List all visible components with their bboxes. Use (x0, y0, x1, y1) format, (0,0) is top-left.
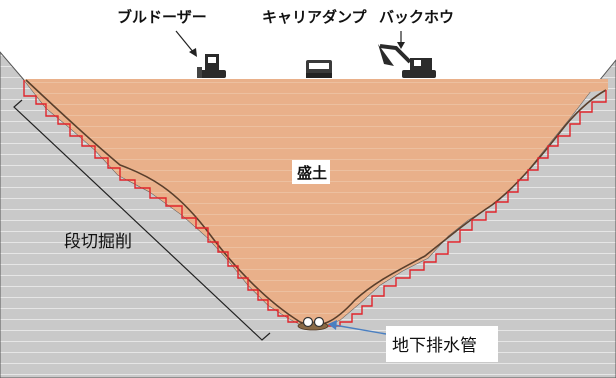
drain-pipe-icon (297, 316, 329, 331)
carrier-dump-icon (306, 60, 332, 78)
drain-pipe-label: 地下排水管 (392, 336, 477, 356)
bench-cut-label: 段切掘削 (64, 232, 132, 252)
bench-steps-right (328, 90, 607, 327)
backhoe-pointer (397, 31, 405, 49)
bulldozer-label: ブルドーザー (117, 8, 207, 26)
bench-steps-left (23, 80, 298, 323)
embankment-fill (24, 79, 608, 327)
drain-pipe-arrow (328, 320, 387, 335)
carrier-dump-label: キャリアダンプ (262, 8, 368, 26)
backhoe-icon (378, 44, 436, 78)
bulldozer-icon (197, 54, 226, 78)
bench-cut-bracket (13, 99, 271, 341)
embankment-label-box (292, 160, 330, 184)
drain-pipe-label-box (386, 326, 498, 362)
backhoe-label: バックホウ (379, 8, 454, 26)
bulldozer-pointer (175, 30, 197, 57)
embankment-label: 盛土 (297, 164, 327, 182)
